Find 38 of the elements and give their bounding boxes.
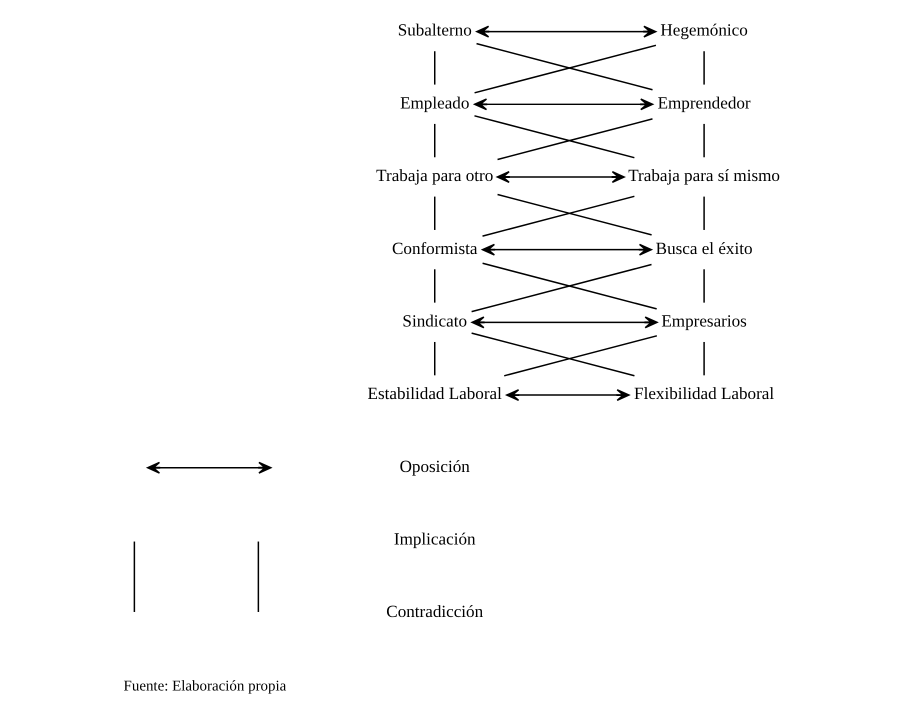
connector [434,196,436,230]
connector [703,124,705,158]
node-text: Subalterno [398,20,472,40]
caption: Fuente: Elaboración propia [124,678,286,694]
connector [703,269,705,303]
legend-label: Implicación [394,529,476,548]
connector [434,124,436,158]
connector [434,269,436,303]
legend-label: Oposición [400,456,470,476]
arrow [474,98,654,110]
node-text: Estabilidad Laboral [368,384,502,404]
arrow [471,316,658,328]
node-text: Emprendedor [658,93,751,112]
node-text: Trabaja para sí mismo [628,166,780,186]
connector [434,342,436,376]
node-text: Conformista [392,238,478,258]
node-text: Trabaja para otro [376,166,494,186]
node-text: Sindicato [402,311,468,330]
node-text: Hegemónico [660,20,748,40]
node-text: Empresarios [661,311,747,330]
legend-label: Contradicción [386,602,484,622]
connector [482,196,635,237]
node-text: Busca el éxito [656,238,753,258]
arrow [476,26,656,38]
connector [471,332,635,376]
node-text: Flexibilidad Laboral [634,384,774,404]
connector [703,342,705,376]
connector [504,335,658,376]
connector [703,196,705,230]
node-text: Empleado [400,93,470,112]
arrow [482,244,652,256]
arrow [506,389,630,402]
connector [474,115,635,158]
connector [703,51,705,85]
arrow [496,170,625,184]
connector [497,194,652,236]
connector [434,51,436,85]
connector [497,118,653,160]
